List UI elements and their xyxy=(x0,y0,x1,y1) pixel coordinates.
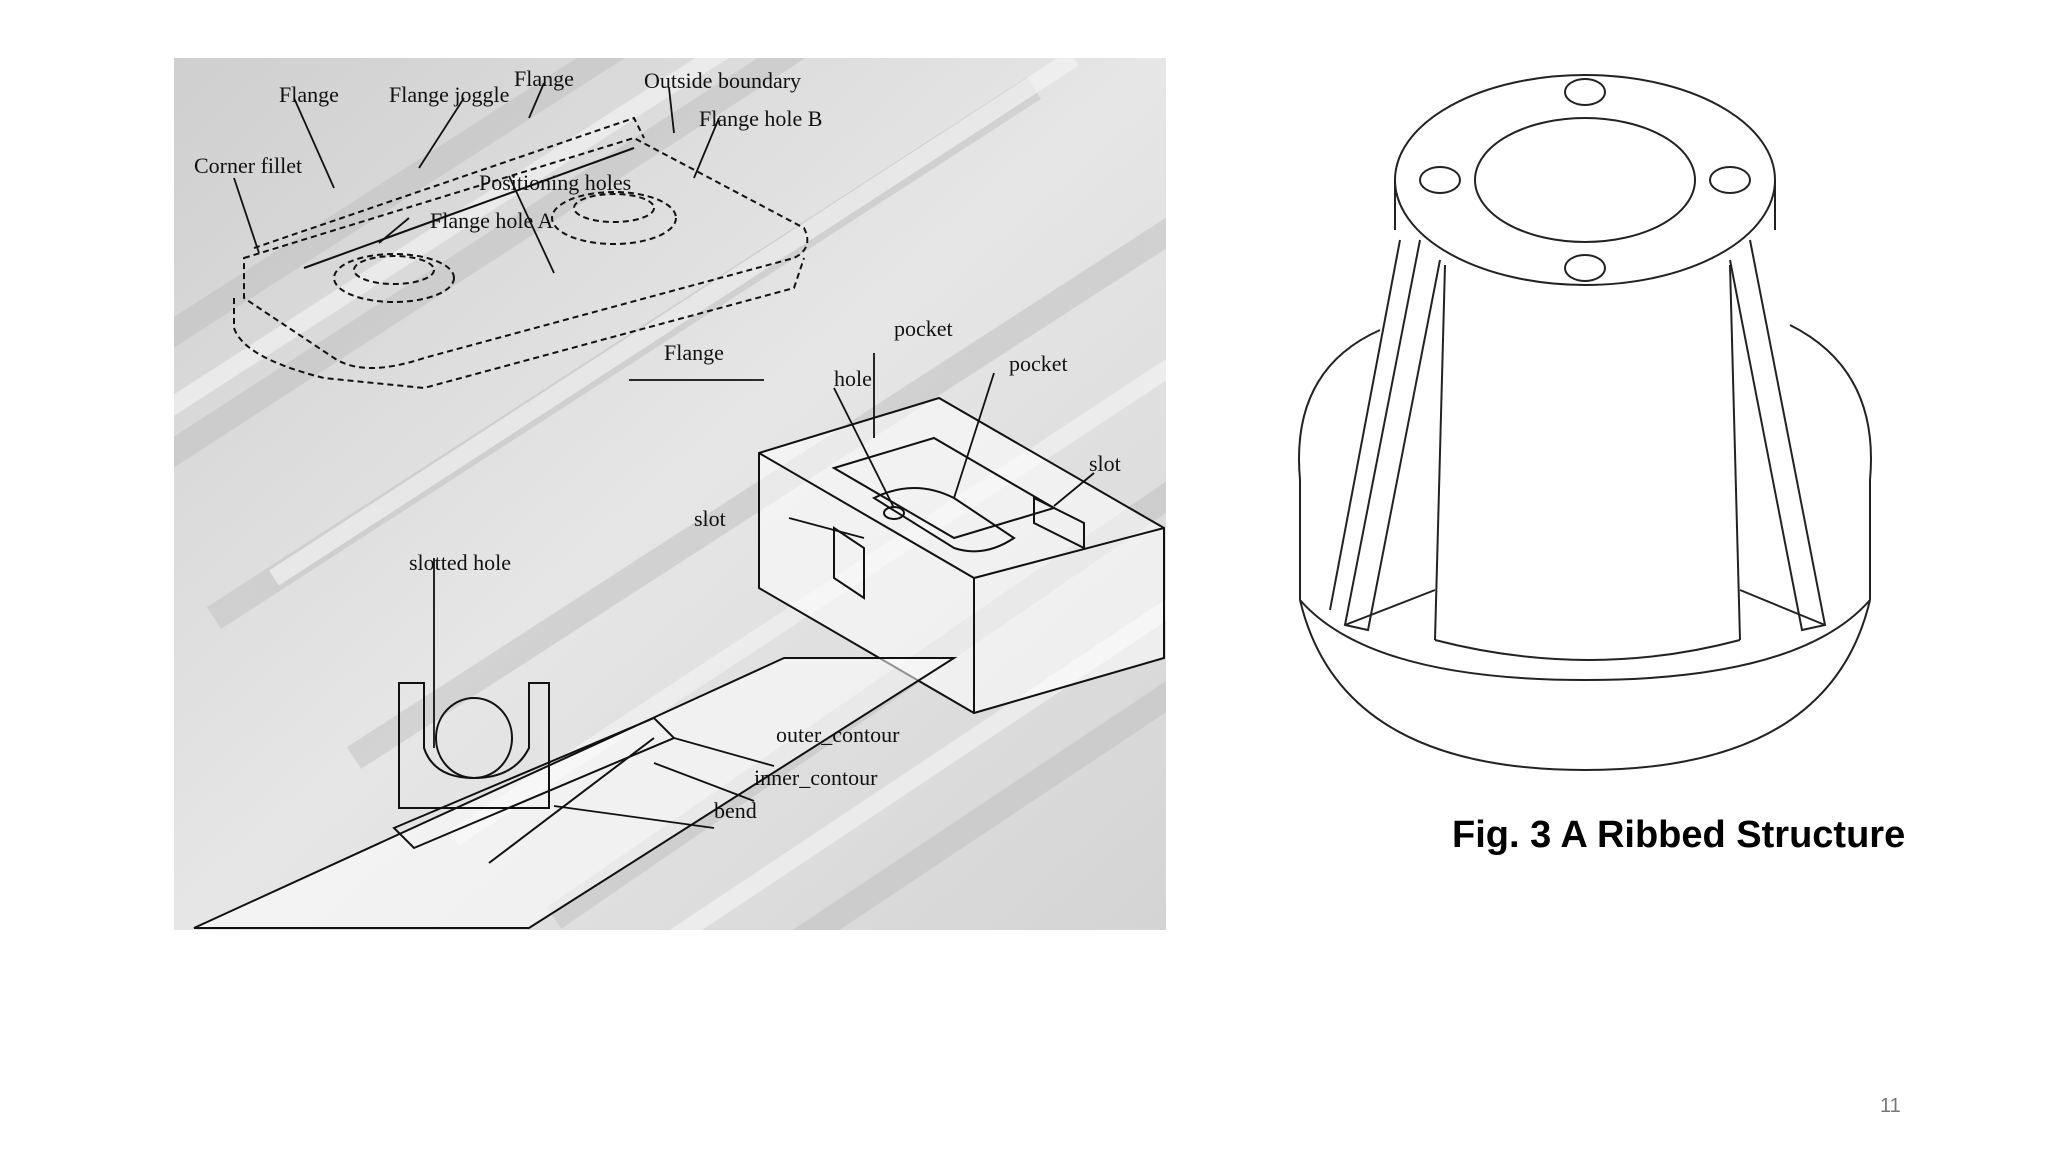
label-inner-contour: inner_contour xyxy=(754,765,878,790)
leader-lines: @ xyxy=(233,82,1095,829)
rib-right xyxy=(1729,239,1827,632)
label-flange-hole-b: Flange hole B xyxy=(699,106,822,131)
feature-illustration: @ Flange Flange joggle Flange Outside bo… xyxy=(174,58,1166,930)
pocket-block-drawing xyxy=(758,396,1165,715)
page-number: 11 xyxy=(1880,1095,1901,1117)
label-flange-joggle: Flange joggle xyxy=(389,82,509,107)
label-slotted-hole: slotted hole xyxy=(409,550,511,575)
flanged-part-drawing xyxy=(233,116,809,390)
label-outer-contour: outer_contour xyxy=(776,722,900,747)
label-flange-2: Flange xyxy=(514,66,574,91)
bolt-hole-4 xyxy=(1564,254,1606,282)
bolt-hole-2 xyxy=(1419,166,1461,194)
label-pocket-1: pocket xyxy=(894,316,953,341)
label-corner-fillet: Corner fillet xyxy=(194,153,302,178)
label-bend: bend xyxy=(714,798,757,823)
bolt-hole-3 xyxy=(1709,166,1751,194)
top-flange xyxy=(1394,74,1776,286)
label-outside-boundary: Outside boundary xyxy=(644,68,801,93)
label-flange-hole-a: Flange hole A xyxy=(430,208,554,233)
figure-caption: Fig. 3 A Ribbed Structure xyxy=(1452,814,1906,856)
label-positioning-holes: Positioning holes xyxy=(479,170,631,195)
top-bore xyxy=(1474,117,1696,243)
label-slot-left: slot xyxy=(694,506,726,531)
base-outline xyxy=(1298,324,1872,481)
label-hole: hole xyxy=(834,366,872,391)
label-pocket-2: pocket xyxy=(1009,351,1068,376)
slotted-sheet-drawing xyxy=(193,657,958,929)
label-flange-3: Flange xyxy=(664,340,724,365)
ribbed-structure-drawing xyxy=(1298,74,1872,772)
bolt-hole-1 xyxy=(1564,78,1606,106)
label-flange-1: Flange xyxy=(279,82,339,107)
rib-left xyxy=(1343,239,1441,632)
feature-labels: Flange Flange joggle Flange Outside boun… xyxy=(194,66,1121,823)
label-slot-right: slot xyxy=(1089,451,1121,476)
